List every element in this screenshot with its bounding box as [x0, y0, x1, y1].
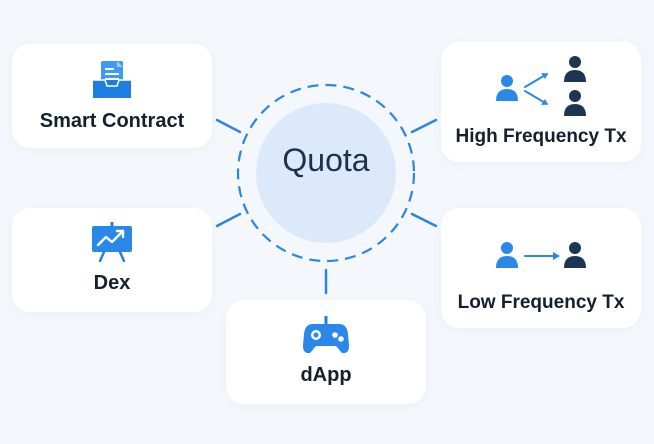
smart-contract-label: Smart Contract: [39, 110, 185, 132]
receiver-user-icon: [564, 90, 586, 116]
low-frequency-label: Low Frequency Tx: [457, 292, 625, 313]
node-dex: Dex: [12, 208, 212, 312]
connector-dex: [215, 212, 242, 228]
document-tray-icon: [93, 61, 131, 98]
user-to-user-icon: [496, 242, 586, 268]
chart-board-icon: [92, 222, 132, 262]
connector-low-frequency: [410, 212, 438, 228]
dapp-label: dApp: [300, 364, 352, 386]
node-smart-contract: Smart Contract: [12, 44, 212, 148]
sender-user-icon: [496, 242, 518, 268]
quota-label: Quota: [282, 142, 370, 178]
receiver-user-icon: [564, 242, 586, 268]
connector-smart-contract: [215, 118, 242, 134]
high-frequency-label: High Frequency Tx: [455, 126, 627, 147]
receiver-user-icon: [564, 56, 586, 82]
connector-high-frequency: [410, 118, 438, 134]
node-low-frequency-tx: Low Frequency Tx: [441, 208, 641, 328]
gamepad-icon: [303, 316, 349, 354]
node-dapp: dApp: [226, 300, 426, 404]
sender-user-icon: [496, 75, 518, 101]
quota-center-circle: [256, 103, 396, 243]
quota-dashed-ring: [236, 83, 416, 263]
node-high-frequency-tx: High Frequency Tx: [441, 42, 641, 162]
dex-label: Dex: [93, 272, 131, 294]
user-to-many-users-icon: [496, 56, 586, 116]
